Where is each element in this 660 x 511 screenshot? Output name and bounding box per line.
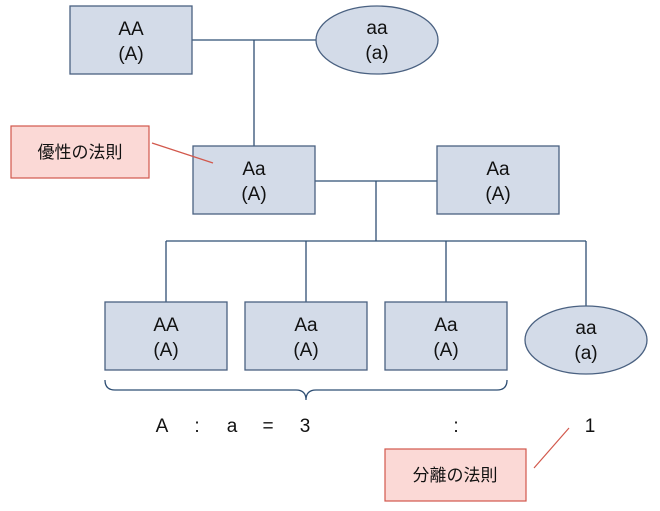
f2-node-aa: aa (a) <box>524 305 648 375</box>
callout-dominance-law: 優性の法則 <box>10 125 214 179</box>
f2-node-AA: AA (A) <box>104 301 228 371</box>
ratio-dominant-label: A <box>156 416 169 437</box>
parent-node-AA: AA (A) <box>69 5 193 75</box>
ratio-colon-1: : <box>194 416 199 437</box>
ratio-dominant-count: 3 <box>300 416 311 437</box>
f1-node-left: Aa (A) <box>192 145 316 215</box>
node-genotype: Aa <box>242 159 266 180</box>
f2-node-Aa-2: Aa (A) <box>384 301 508 371</box>
node-genotype: AA <box>153 315 179 336</box>
node-phenotype: (A) <box>293 340 318 361</box>
callout-pointer-line <box>533 427 570 469</box>
node-genotype: aa <box>575 318 597 339</box>
node-phenotype: (A) <box>118 44 143 65</box>
node-phenotype: (a) <box>365 43 388 64</box>
segregation-ratio: A : a = 3 : 1 <box>156 416 596 437</box>
node-genotype: Aa <box>434 315 458 336</box>
node-phenotype: (a) <box>574 343 597 364</box>
node-genotype: Aa <box>294 315 318 336</box>
callout-segregation-law: 分離の法則 <box>384 427 570 502</box>
callout-label: 分離の法則 <box>413 466 498 486</box>
ratio-equals: = <box>262 416 273 437</box>
callout-label: 優性の法則 <box>38 143 123 163</box>
parent-node-aa: aa (a) <box>315 5 439 75</box>
node-phenotype: (A) <box>485 184 510 205</box>
node-genotype: AA <box>118 19 144 40</box>
connector-lines <box>165 39 587 306</box>
ratio-recessive-label: a <box>227 416 238 437</box>
node-phenotype: (A) <box>241 184 266 205</box>
ratio-recessive-count: 1 <box>585 416 596 437</box>
dominant-group-brace <box>104 379 508 401</box>
node-genotype: aa <box>366 18 388 39</box>
f2-node-Aa-1: Aa (A) <box>244 301 368 371</box>
f1-node-right: Aa (A) <box>436 145 560 215</box>
callout-pointer-line <box>151 142 214 164</box>
ratio-colon-2: : <box>453 416 458 437</box>
node-phenotype: (A) <box>433 340 458 361</box>
node-phenotype: (A) <box>153 340 178 361</box>
node-genotype: Aa <box>486 159 510 180</box>
